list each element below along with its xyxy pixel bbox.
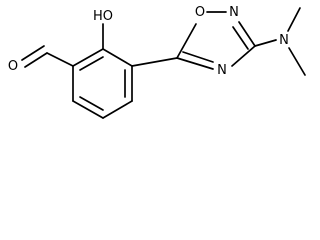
ring-nitrogen-bottom-label: N: [217, 63, 227, 78]
bond-benzene-5: [72, 100, 104, 119]
bond-benzene-2: [102, 48, 133, 67]
ring-oxygen-label: O: [195, 5, 205, 20]
bond-c-o-double-2: [21, 45, 45, 61]
bond-n-methyl-bottom: [288, 47, 306, 76]
bond-n2-c3-1: [238, 21, 256, 47]
ring-nitrogen-top-label: N: [229, 5, 239, 20]
aldehyde-oxygen-label: O: [8, 59, 18, 74]
amine-nitrogen-label: N: [279, 33, 289, 48]
molecule-diagram: HO O O N N N: [8, 5, 306, 119]
bond-c5-o1: [176, 23, 197, 59]
bond-ring-to-oxadiazole: [131, 57, 178, 67]
bond-benzene-inner-3: [79, 96, 104, 111]
bond-benzene-4: [102, 100, 133, 119]
bond-n4-c5-2: [182, 51, 214, 63]
molecule-structure: HO O O N N N: [8, 5, 306, 119]
bond-c3-n-amine: [254, 39, 277, 47]
bond-c3-n4: [231, 45, 256, 67]
bond-n2-c3-2: [232, 26, 249, 50]
bond-n4-c5-1: [176, 57, 214, 70]
hydroxyl-label: HO: [93, 9, 113, 24]
bond-benzene-inner-1: [79, 56, 104, 71]
bond-c-o-double-1: [24, 52, 48, 68]
bond-n-methyl-top: [287, 7, 301, 32]
bond-ring-cho: [46, 52, 74, 67]
bond-benzene-1: [72, 48, 104, 67]
